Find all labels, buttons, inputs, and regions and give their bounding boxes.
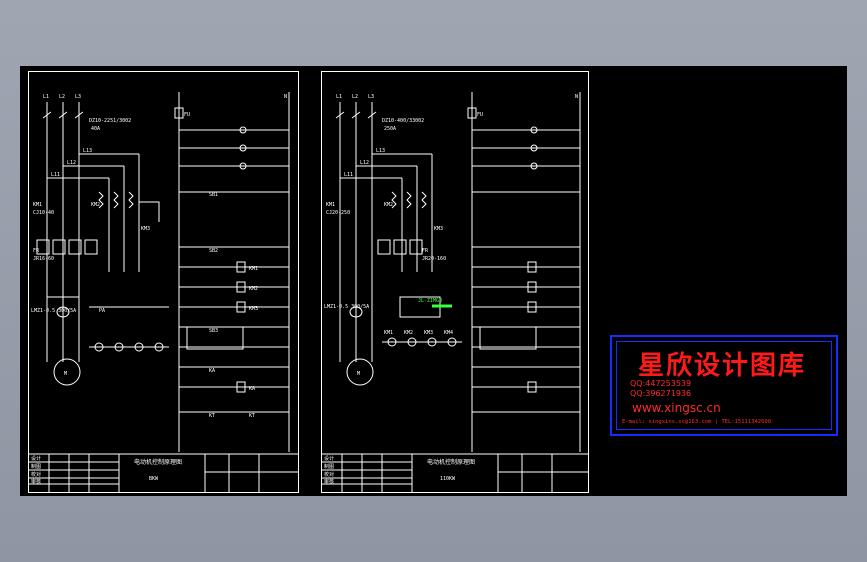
bus-label: L12 [67,160,76,166]
phase-label: L2 [352,94,358,100]
breaker-spec: DZ10-400/33002 [382,118,424,124]
coil-label: KM1 [249,266,258,272]
control-label: KA [209,368,215,374]
schematic-left: L1 L2 L3 N DZ10-2251/3002 40A L13 L12 L1… [29,92,298,492]
bus-label: L11 [51,172,60,178]
ct-label: LMZ1-0.5 300/5A [324,304,369,310]
meter-label: KM2 [404,330,413,336]
control-label: SB1 [209,192,218,198]
coil-label: KM3 [249,306,258,312]
fuse-label: FU [184,112,190,118]
title-row: 制图 [324,463,334,470]
title-row: 审核 [31,478,41,485]
motor-label: M [357,371,360,377]
fuse-label: FU [477,112,483,118]
coil-label: KM2 [249,286,258,292]
title-row: 校对 [324,471,334,478]
title-row: 设计 [324,455,334,462]
contactor-label: KM2 [384,202,393,208]
phase-label: L3 [368,94,374,100]
motor-label: M [64,371,67,377]
relay-label: FR [422,248,429,254]
bus-label: L13 [376,148,385,154]
control-label: SB3 [209,328,218,334]
relay-label: FR [33,248,40,254]
title-row: 审核 [324,478,334,485]
relay-spec: JR20-160 [422,256,446,262]
meter-label: KM3 [424,330,433,336]
stamp-qq2: QQ:396271936 [630,389,692,398]
stamp-email: E-mail: xingxins.sc@163.com | TEL:151113… [622,419,772,425]
phase-label: L3 [75,94,81,100]
title-row: 设计 [31,455,41,462]
watermark-stamp: 星欣设计图库 QQ:447253539 QQ:396271936 www.xin… [610,335,838,436]
contactor-label: KM3 [141,226,150,232]
ct-label: LMZ1-0.5 300/5A [31,308,76,314]
meter-label: KM1 [384,330,393,336]
neutral-label: N [284,94,287,100]
contactor-label: KM1 [33,202,42,208]
contactor-spec: CJ10-40 [33,210,54,216]
phase-label: L1 [336,94,342,100]
phase-label: L2 [59,94,65,100]
control-label: SB2 [209,248,218,254]
coil-label: KT [249,413,255,419]
meter-label: KM4 [444,330,453,336]
drawing-sheet-right[interactable]: L1 L2 L3 N DZ10-400/33002 250A L13 L12 L… [321,71,589,493]
contactor-label: KM1 [326,202,335,208]
contactor-label: KM2 [91,202,100,208]
breaker-spec: DZ10-2251/3002 [89,118,131,124]
meter-label: PA [99,308,105,314]
bus-label: L13 [83,148,92,154]
stamp-url: www.xingsc.cn [632,401,721,415]
drawing-subtitle: BKW [149,476,159,482]
title-row: 制图 [31,463,41,470]
drawing-subtitle: 110KW [440,476,456,482]
stamp-qq1: QQ:447253539 [630,379,692,388]
coil-label: KA [249,386,255,392]
drawing-title: 电动机控制原理图 [134,458,182,466]
neutral-label: N [575,94,578,100]
contactor-spec: CJ20-250 [326,210,350,216]
stamp-inner-border [616,341,832,430]
relay-spec: JR16-60 [33,256,54,262]
highlight-label: JL-ZIMGO [418,298,442,304]
contactor-label: KM3 [434,226,443,232]
cad-canvas[interactable]: L1 L2 L3 N DZ10-2251/3002 40A L13 L12 L1… [20,66,847,496]
phase-label: L1 [43,94,49,100]
title-row: 校对 [31,471,41,478]
control-label: KT [209,413,215,419]
drawing-sheet-left[interactable]: L1 L2 L3 N DZ10-2251/3002 40A L13 L12 L1… [28,71,299,493]
bus-label: L11 [344,172,353,178]
stamp-title: 星欣设计图库 [638,351,807,381]
bus-label: L12 [360,160,369,166]
schematic-right: L1 L2 L3 N DZ10-400/33002 250A L13 L12 L… [322,92,588,492]
breaker-rating: 40A [91,126,100,132]
breaker-rating: 250A [384,126,396,132]
drawing-title: 电动机控制原理图 [427,458,475,466]
